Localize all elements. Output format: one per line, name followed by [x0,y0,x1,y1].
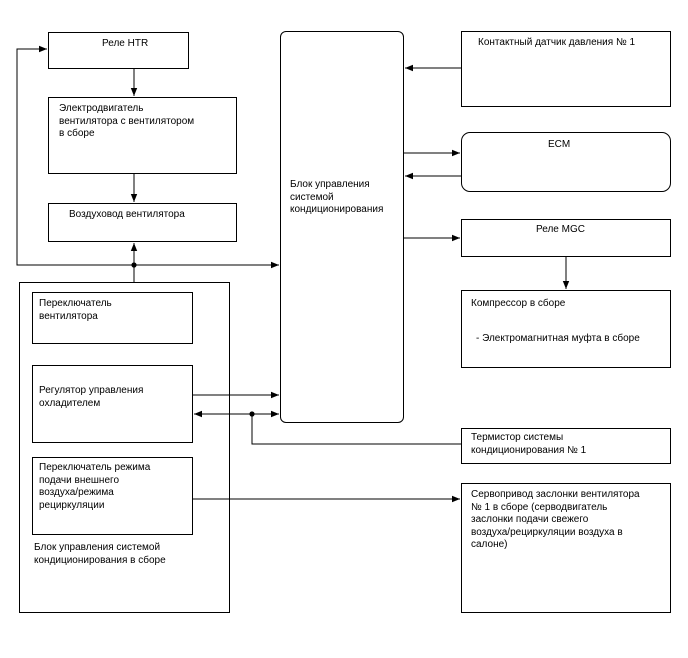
fan-duct-block: Воздуховод вентилятора [48,203,237,242]
control-assembly-label: Блок управления системой кондиционирован… [34,542,166,566]
fan-motor-block: Электродвигатель вентилятора с вентилято… [48,97,237,174]
wire-thermistor [251,414,461,445]
compressor-block: Компрессор в сборе - Электромагнитная му… [461,290,671,368]
servo-block: Сервопривод заслонки вентилятора № 1 в с… [461,483,671,613]
pressure-sensor-label: Контактный датчик давления № 1 [478,37,636,48]
junction-dot-bus [131,262,137,268]
fan-motor-label: Электродвигатель вентилятора с вентилято… [59,103,195,139]
cooler-regulator-block: Регулятор управления охладителем [32,365,193,443]
wire-loop-to-htr [16,45,134,266]
fan-switch-label: Переключатель вентилятора [39,298,112,322]
pressure-sensor-block: Контактный датчик давления № 1 [461,31,671,107]
mode-switch-block: Переключатель режима подачи внешнего воз… [32,457,193,535]
mgc-relay-block: Реле MGC [461,219,671,257]
thermistor-label: Термистор системы кондиционирования № 1 [471,432,587,456]
fan-duct-label: Воздуховод вентилятора [69,209,185,220]
fan-switch-block: Переключатель вентилятора [32,292,193,344]
mgc-relay-label: Реле MGC [536,224,585,235]
cooler-regulator-label: Регулятор управления охладителем [39,385,144,409]
htr-relay-label: Реле HTR [102,38,149,49]
junction-dot-thermistor [249,411,255,417]
thermistor-block: Термистор системы кондиционирования № 1 [461,428,671,464]
htr-relay-block: Реле HTR [48,32,189,69]
ac-ecu-block: Блок управления системой кондиционирован… [280,31,404,423]
compressor-label: Компрессор в сборе [471,298,566,309]
servo-label: Сервопривод заслонки вентилятора № 1 в с… [471,489,640,550]
mode-switch-label: Переключатель режима подачи внешнего воз… [39,462,151,511]
ecm-block: ECM [461,132,671,192]
ac-ecu-label: Блок управления системой кондиционирован… [290,179,384,215]
magnetic-clutch-label: - Электромагнитная муфта в сборе [476,333,640,344]
ecm-label: ECM [548,139,571,150]
